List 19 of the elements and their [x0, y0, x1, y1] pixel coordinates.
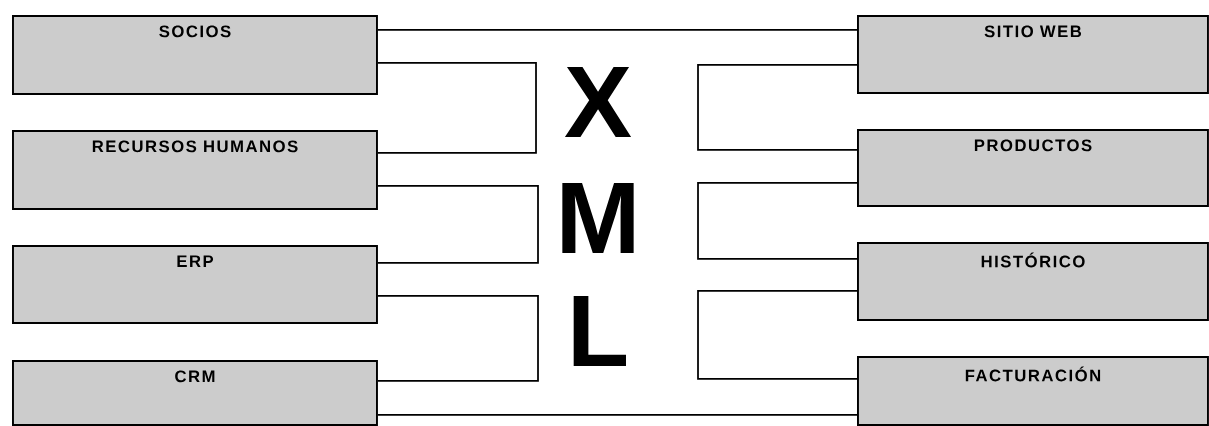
connector-line: [377, 62, 537, 154]
large-letter: X: [564, 66, 632, 138]
connector-line: [377, 414, 858, 416]
connector-line: [377, 29, 858, 31]
system-box: ERP: [12, 245, 378, 324]
connector-line: [377, 295, 539, 382]
large-letter: L: [573, 295, 626, 367]
system-box: CRM: [12, 360, 378, 426]
system-box: SOCIOS: [12, 15, 378, 95]
connector-line: [697, 290, 858, 380]
connector-line: [697, 64, 858, 151]
system-box: FACTURACIÓN: [857, 356, 1209, 426]
system-box: PRODUCTOS: [857, 129, 1209, 207]
system-box: RECURSOS HUMANOS: [12, 130, 378, 210]
connector-line: [377, 185, 539, 264]
system-box: SITIO WEB: [857, 15, 1209, 94]
large-letter: M: [562, 182, 634, 254]
connector-line: [697, 182, 858, 260]
system-box: HISTÓRICO: [857, 242, 1209, 321]
